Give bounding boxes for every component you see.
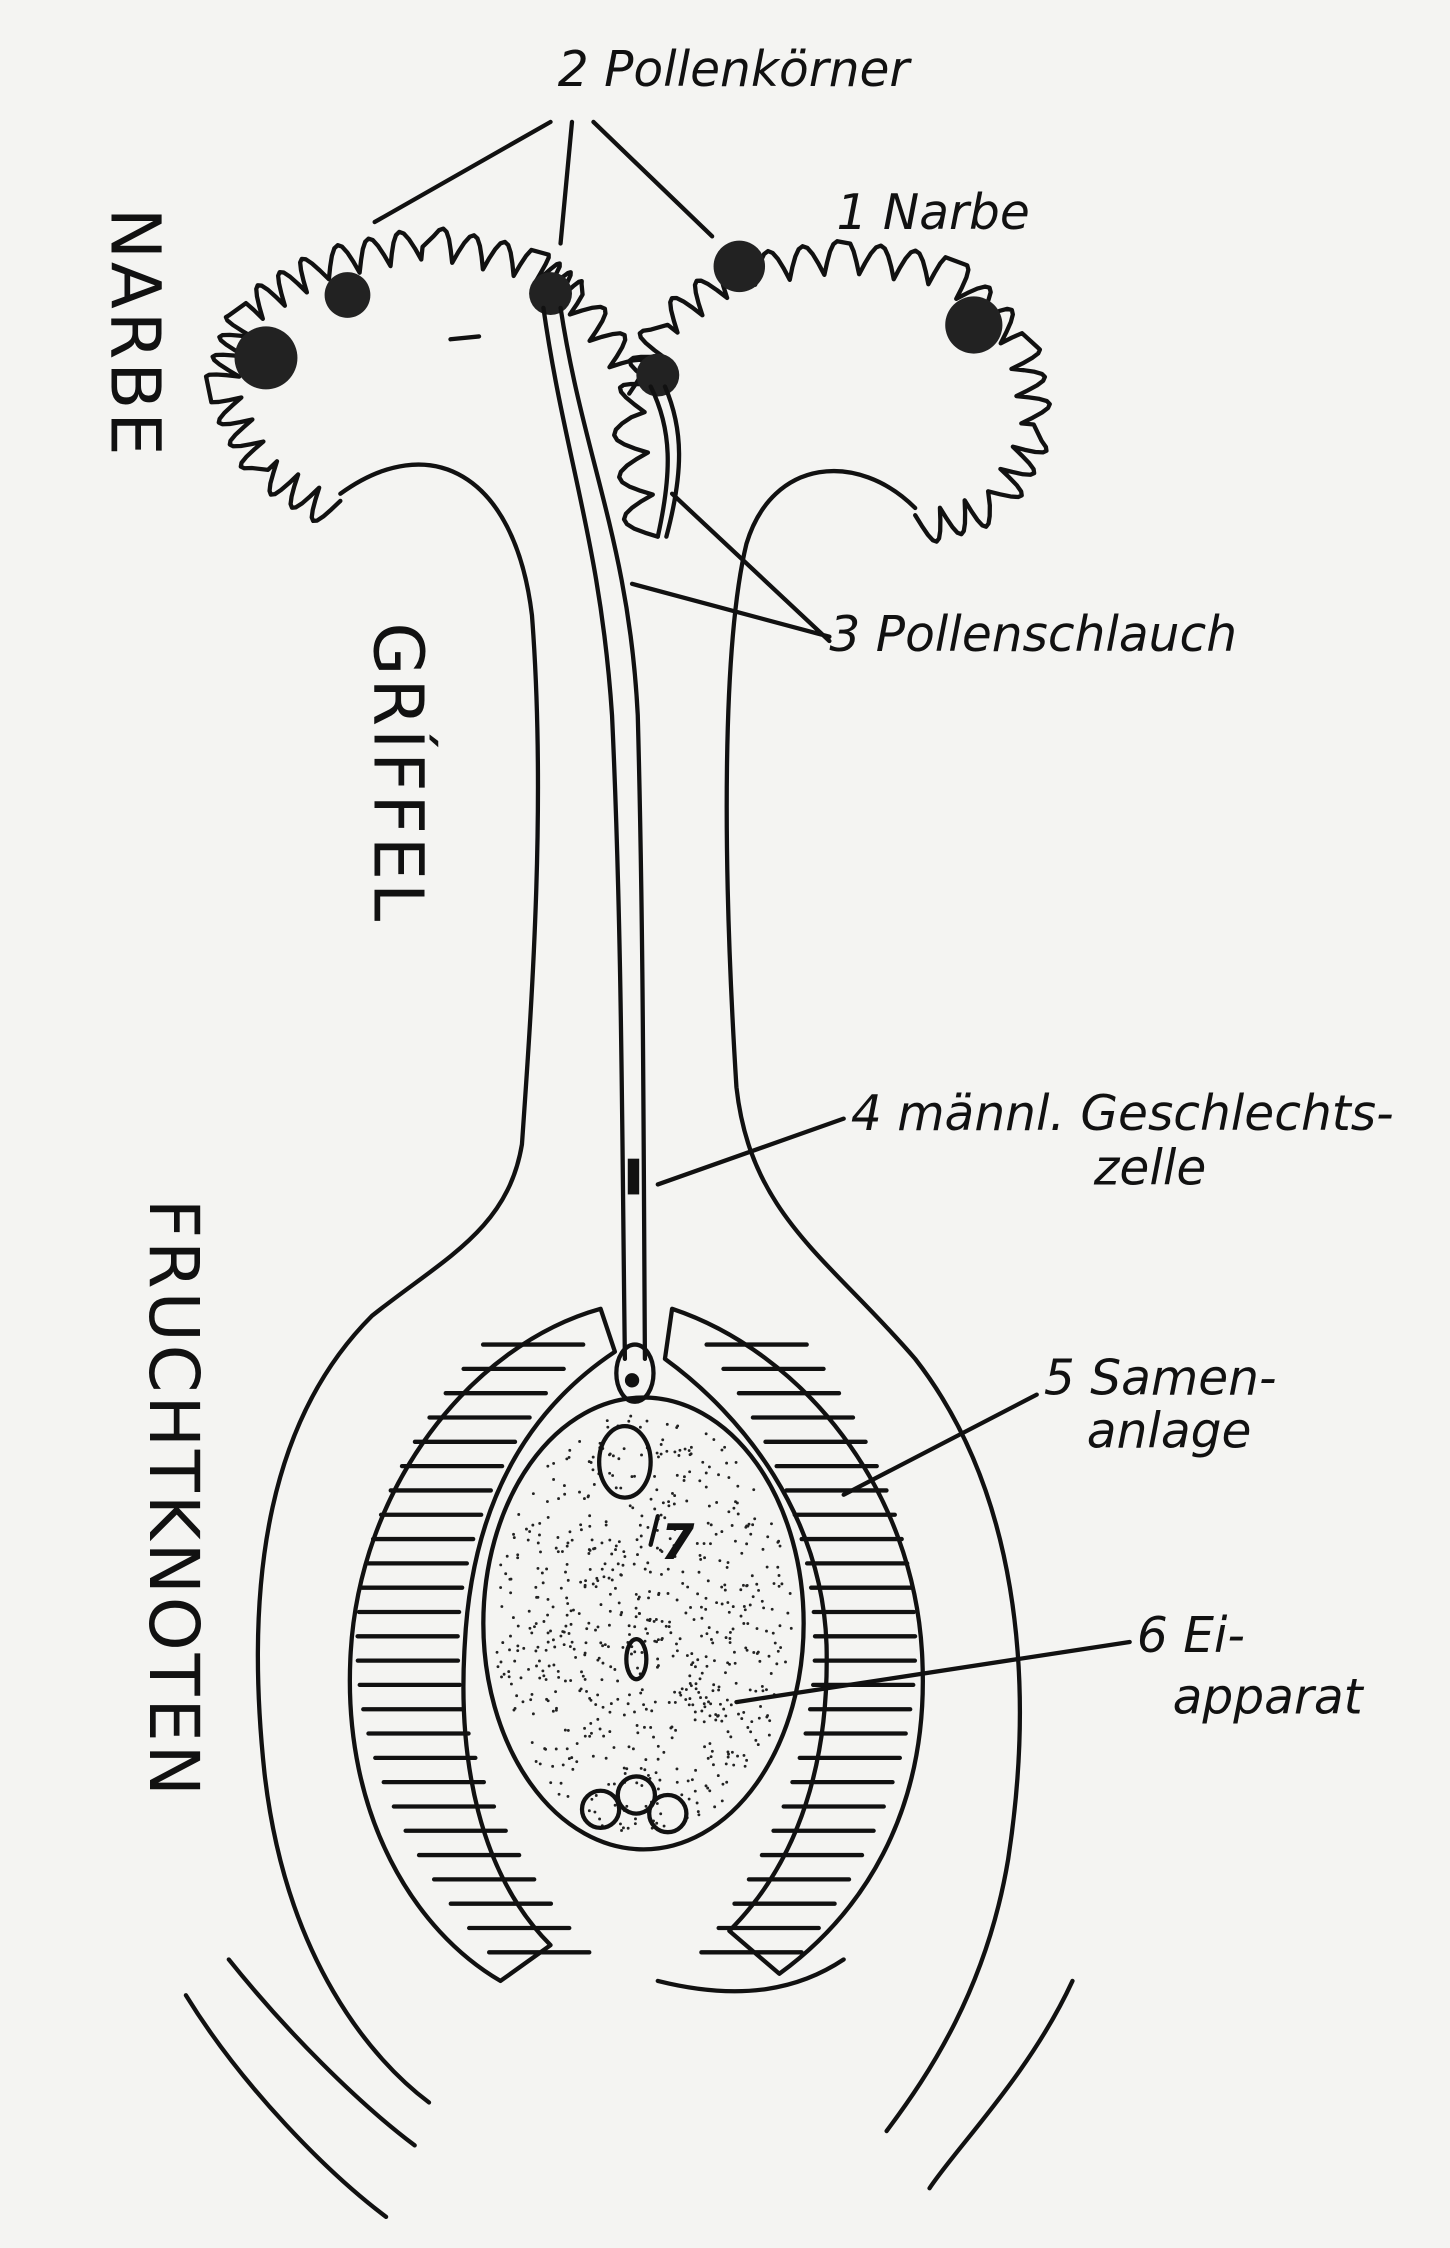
region-narbe: NARBE <box>95 208 175 459</box>
pollen-grain <box>324 272 371 318</box>
ovule-integuments <box>347 1306 925 1984</box>
egg-apparatus <box>597 1423 653 1500</box>
pollen-grain <box>529 272 572 315</box>
pollen-grain <box>636 353 680 397</box>
pollen-tube <box>541 305 682 1404</box>
label-pollen-tube: 3 Pollenschlauch <box>829 607 1237 663</box>
pollen-grain <box>234 326 298 390</box>
label-seven: 7 <box>661 1515 695 1571</box>
arrows <box>372 119 1132 1705</box>
pollen-grain <box>713 240 766 293</box>
male-sex-cell <box>627 1158 640 1195</box>
label-stigma: 1 Narbe <box>837 185 1030 241</box>
pollen-grains <box>234 240 1003 397</box>
embryo-sac <box>481 1395 806 1852</box>
base-arcs <box>183 1957 1075 2220</box>
label-pollen-grains: 2 Pollenkörner <box>558 42 913 98</box>
region-griffel: GRÍFFEL <box>358 622 440 924</box>
label-egg-apparatus-2: apparat <box>1173 1670 1365 1726</box>
label-ovule: 5 Samen- <box>1044 1351 1277 1407</box>
label-egg-apparatus: 6 Ei- <box>1137 1608 1245 1664</box>
label-ovule-2: anlage <box>1087 1404 1252 1460</box>
label-male-cell-2: zelle <box>1093 1140 1206 1196</box>
stigma-ruffles <box>203 226 1052 544</box>
pollen-grain <box>945 296 1003 354</box>
label-male-cell: 4 männl. Geschlechts- <box>851 1086 1394 1142</box>
style-outline <box>255 334 1022 2134</box>
region-fruchtknoten: FRUCHTKNOTEN <box>133 1199 213 1799</box>
